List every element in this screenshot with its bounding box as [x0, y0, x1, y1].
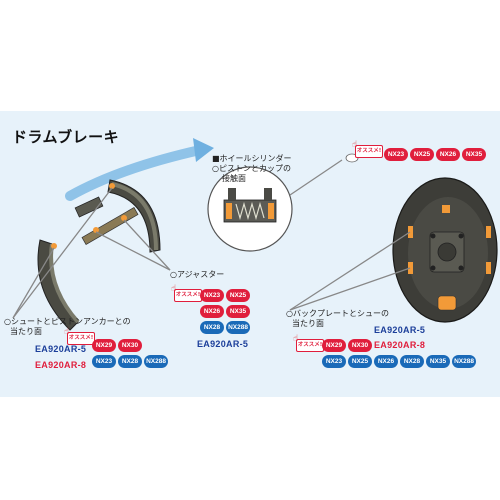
recommend-badge-text: オススメ!: [68, 335, 94, 341]
contact-point: [121, 215, 127, 221]
swoosh-arrowhead: [193, 138, 214, 162]
product-pill: NX288: [452, 355, 476, 368]
contact-point: [93, 227, 99, 233]
leader-lines: [12, 159, 411, 319]
recommend-badge-text: オススメ!: [356, 148, 382, 154]
product-pill: NX35: [426, 355, 450, 368]
model-number: EA920AR-8: [35, 360, 87, 370]
product-pill: NX30: [348, 339, 372, 352]
leader-line: [289, 267, 411, 311]
model-number: EA920AR-5: [35, 344, 87, 354]
adjuster-label: ○アジャスター: [170, 270, 225, 279]
contact-point: [109, 183, 115, 189]
product-pill: NX25: [348, 355, 372, 368]
product-pill: NX288: [226, 321, 250, 334]
model-number: EA920AR-5: [374, 325, 426, 335]
hand-icon: ☝: [64, 327, 70, 337]
product-pill: NX288: [144, 355, 168, 368]
leader-line: [289, 231, 411, 311]
product-pill: NX35: [226, 305, 250, 318]
swoosh-arrow: [65, 145, 205, 201]
recommend-badge: ☝オススメ!: [171, 284, 202, 302]
product-pill: NX23: [92, 355, 116, 368]
backing-plate-illustration: [392, 177, 498, 323]
product-pill: NX29: [92, 339, 116, 352]
product-pill: NX23: [322, 355, 346, 368]
product-pill: NX23: [200, 289, 224, 302]
shoe-web: [74, 196, 104, 218]
page-title: ドラムブレーキ: [12, 128, 120, 146]
leader-line: [289, 159, 343, 196]
leader-line: [12, 247, 55, 319]
recommend-badge: ☝オススメ!: [293, 334, 324, 352]
product-pill: NX26: [200, 305, 224, 318]
product-pill: NX30: [118, 339, 142, 352]
product-pill: NX29: [322, 339, 346, 352]
product-pill: NX25: [410, 148, 434, 161]
product-pill: NX26: [436, 148, 460, 161]
product-pill: NX35: [462, 148, 486, 161]
recommend-badge: ☝オススメ!: [64, 327, 95, 345]
product-pill: NX23: [384, 148, 408, 161]
contact-point: [51, 243, 57, 249]
model-number: EA920AR-5: [197, 339, 249, 349]
leader-line: [95, 231, 171, 271]
product-pill: NX25: [226, 289, 250, 302]
product-pill: NX28: [200, 321, 224, 334]
recommend-badge-text: オススメ!: [297, 342, 323, 348]
shoe-anchor-label-1: ○シュートとピストンアンカーとの: [4, 317, 131, 326]
wheel-cylinder-label-2: ○ピストンとカップの: [212, 164, 291, 173]
recommend-badge: ☝オススメ!: [352, 140, 383, 158]
hand-icon: ☝: [352, 140, 358, 150]
leader-line: [123, 219, 171, 271]
shoe-anchor-label-2: 当たり面: [10, 327, 42, 336]
product-pill: NX28: [118, 355, 142, 368]
wheel-cylinder-zoom: [207, 166, 293, 252]
hand-icon: ☝: [293, 334, 299, 344]
recommend-badge-text: オススメ!: [175, 292, 201, 298]
product-pill: NX26: [374, 355, 398, 368]
backplate-label-1: ○バックプレートとシューの: [286, 309, 389, 318]
hand-icon: ☝: [171, 284, 177, 294]
model-number: EA920AR-8: [374, 340, 426, 350]
leader-line: [12, 187, 113, 319]
wheel-cylinder-label-3: 接触面: [222, 174, 246, 183]
wheel-cylinder-label-1: ■ホイールシリンダー: [212, 154, 292, 163]
backplate-label-2: 当たり面: [292, 319, 324, 328]
product-pill: NX28: [400, 355, 424, 368]
